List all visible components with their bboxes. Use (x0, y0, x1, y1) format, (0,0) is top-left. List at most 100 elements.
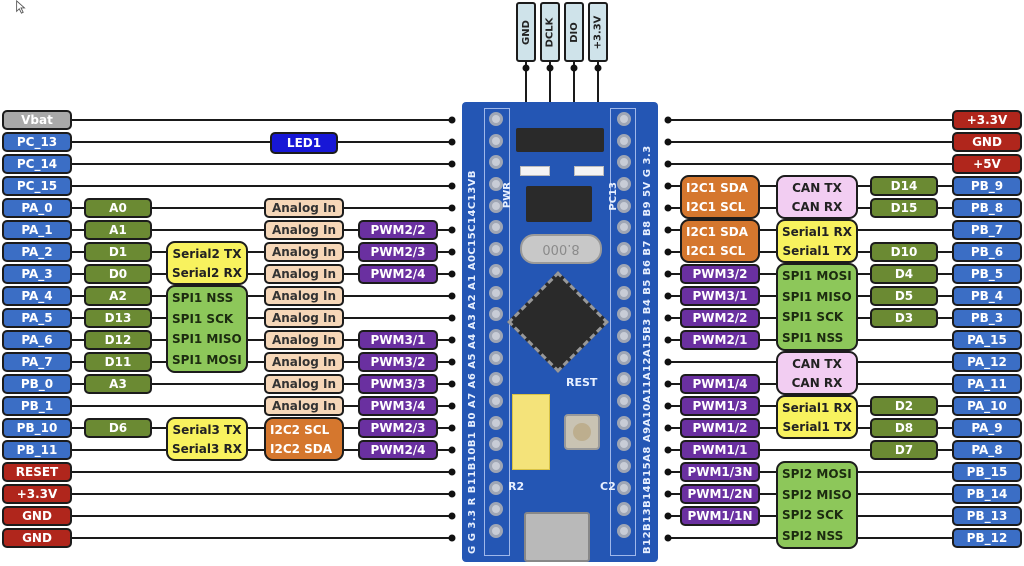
pin-hole (617, 459, 631, 473)
pin-label-left: PA_0 (2, 198, 72, 218)
pwm-label: PWM2/4 (358, 440, 438, 460)
pin-label-left: PC_13 (2, 132, 72, 152)
group-line: Serial1 RX (781, 400, 853, 415)
arduino-pin-label: A0 (84, 198, 152, 218)
pin-label-right: PB_7 (952, 220, 1022, 240)
mcu-chip (507, 271, 609, 373)
arduino-pin-label: D3 (870, 308, 938, 328)
pc13-label: PC13 (608, 182, 619, 211)
right-pin-dot (664, 182, 672, 190)
pin-label-left: PA_7 (2, 352, 72, 372)
group-line: SPI1 SCK (172, 311, 234, 326)
group-line: CAN RX (791, 375, 843, 390)
reset-label: REST (566, 376, 598, 389)
pin-label-right: PB_6 (952, 242, 1022, 262)
left-pin-rail (484, 108, 510, 556)
r2-label: R2 (508, 480, 525, 493)
pin-label-left: Vbat (2, 110, 72, 130)
reset-button[interactable] (564, 414, 600, 450)
header-pin-dclk: DCLK (540, 2, 560, 62)
pin-hole (617, 437, 631, 452)
group-line: I2C1 SDA (686, 224, 749, 239)
pin-hole (489, 220, 503, 235)
pwm-label: PWM2/3 (358, 418, 438, 438)
analog-in-label: Analog In (264, 374, 344, 394)
voltage-regulator (526, 186, 592, 222)
pin-label-right: PB_12 (952, 528, 1022, 548)
pin-label-left: PB_1 (2, 396, 72, 416)
pwm-label: PWM1/1 (680, 440, 760, 460)
header-pin-dot (570, 64, 578, 72)
left-pin-dot (448, 160, 456, 168)
pin-hole (617, 502, 631, 517)
pin-label-right: PB_8 (952, 198, 1022, 218)
left-silkscreen: G G 3.3 R B11B10B1 B0 A7 A6 A5 A4 A3 A2 … (467, 169, 478, 554)
pin-hole (489, 307, 503, 322)
pin-hole (489, 328, 503, 343)
pin-hole (617, 372, 631, 387)
group-line: Serial3 RX (171, 441, 243, 456)
analog-in-label: Analog In (264, 264, 344, 284)
group-line: I2C2 SCL (270, 422, 330, 437)
stm32-blue-pill-board: G G 3.3 R B11B10B1 B0 A7 A6 A5 A4 A3 A2 … (462, 102, 658, 562)
right-silkscreen: B12B13B14B15A8 A9A10A11A12A15B3 B4 B5 B6… (642, 145, 653, 554)
right-pin-dot (664, 446, 672, 454)
pin-label-right: PB_14 (952, 484, 1022, 504)
pin-label-left: RESET (2, 462, 72, 482)
arduino-pin-label: A1 (84, 220, 152, 240)
c2-label: C2 (600, 480, 616, 493)
group-line: SPI1 SCK (782, 310, 844, 325)
pin-hole (489, 372, 503, 387)
swd-header-connector (516, 128, 604, 152)
header-pin-dot (546, 64, 554, 72)
group-line: SPI1 MOSI (172, 352, 242, 367)
pin-hole (489, 459, 503, 473)
group-line: CAN RX (791, 199, 843, 214)
reset-button-cap (573, 423, 591, 441)
pin-label-right: +5V (952, 154, 1022, 174)
left-pin-dot (448, 446, 456, 454)
pwm-label: PWM1/1N (680, 506, 760, 526)
pin-label-left: PA_4 (2, 286, 72, 306)
pin-label-left: PA_5 (2, 308, 72, 328)
pin-hole (617, 242, 631, 257)
pin-label-right: PB_15 (952, 462, 1022, 482)
arduino-pin-label: D12 (84, 330, 152, 350)
pin-label-right: PA_9 (952, 418, 1022, 438)
pwm-label: PWM2/2 (680, 308, 760, 328)
pin-hole (489, 198, 503, 213)
analog-in-label: Analog In (264, 330, 344, 350)
pwm-label: PWM3/2 (680, 264, 760, 284)
right-pin-holes (614, 112, 634, 546)
pin-hole (489, 437, 503, 452)
pin-hole (617, 155, 631, 170)
micro-usb-port[interactable] (524, 512, 590, 562)
pwm-label: PWM3/1 (680, 286, 760, 306)
pwm-label: PWM2/4 (358, 264, 438, 284)
right-pin-dot (664, 534, 672, 542)
arduino-pin-label: D5 (870, 286, 938, 306)
group-line: SPI1 MISO (782, 289, 852, 304)
pwm-label: PWM1/2N (680, 484, 760, 504)
pwr-label: PWR (502, 182, 513, 209)
group-line: SPI1 NSS (172, 291, 234, 306)
pin-hole (489, 112, 503, 126)
left-pin-dot (448, 358, 456, 366)
header-pin-label: +3.3V (592, 15, 604, 49)
pin-hole (617, 350, 631, 365)
right-pin-dot (664, 424, 672, 432)
pin-label-left: GND (2, 528, 72, 548)
left-pin-dot (448, 468, 456, 476)
pin-hole (489, 480, 503, 495)
right-pin-dot (664, 116, 672, 124)
pwm-label: PWM2/3 (358, 242, 438, 262)
arduino-pin-label: D4 (870, 264, 938, 284)
pin-hole (617, 112, 631, 126)
pin-label-left: PA_6 (2, 330, 72, 350)
group-line: Serial2 RX (171, 265, 243, 280)
pin-label-left: GND (2, 506, 72, 526)
left-pin-dot (448, 380, 456, 388)
